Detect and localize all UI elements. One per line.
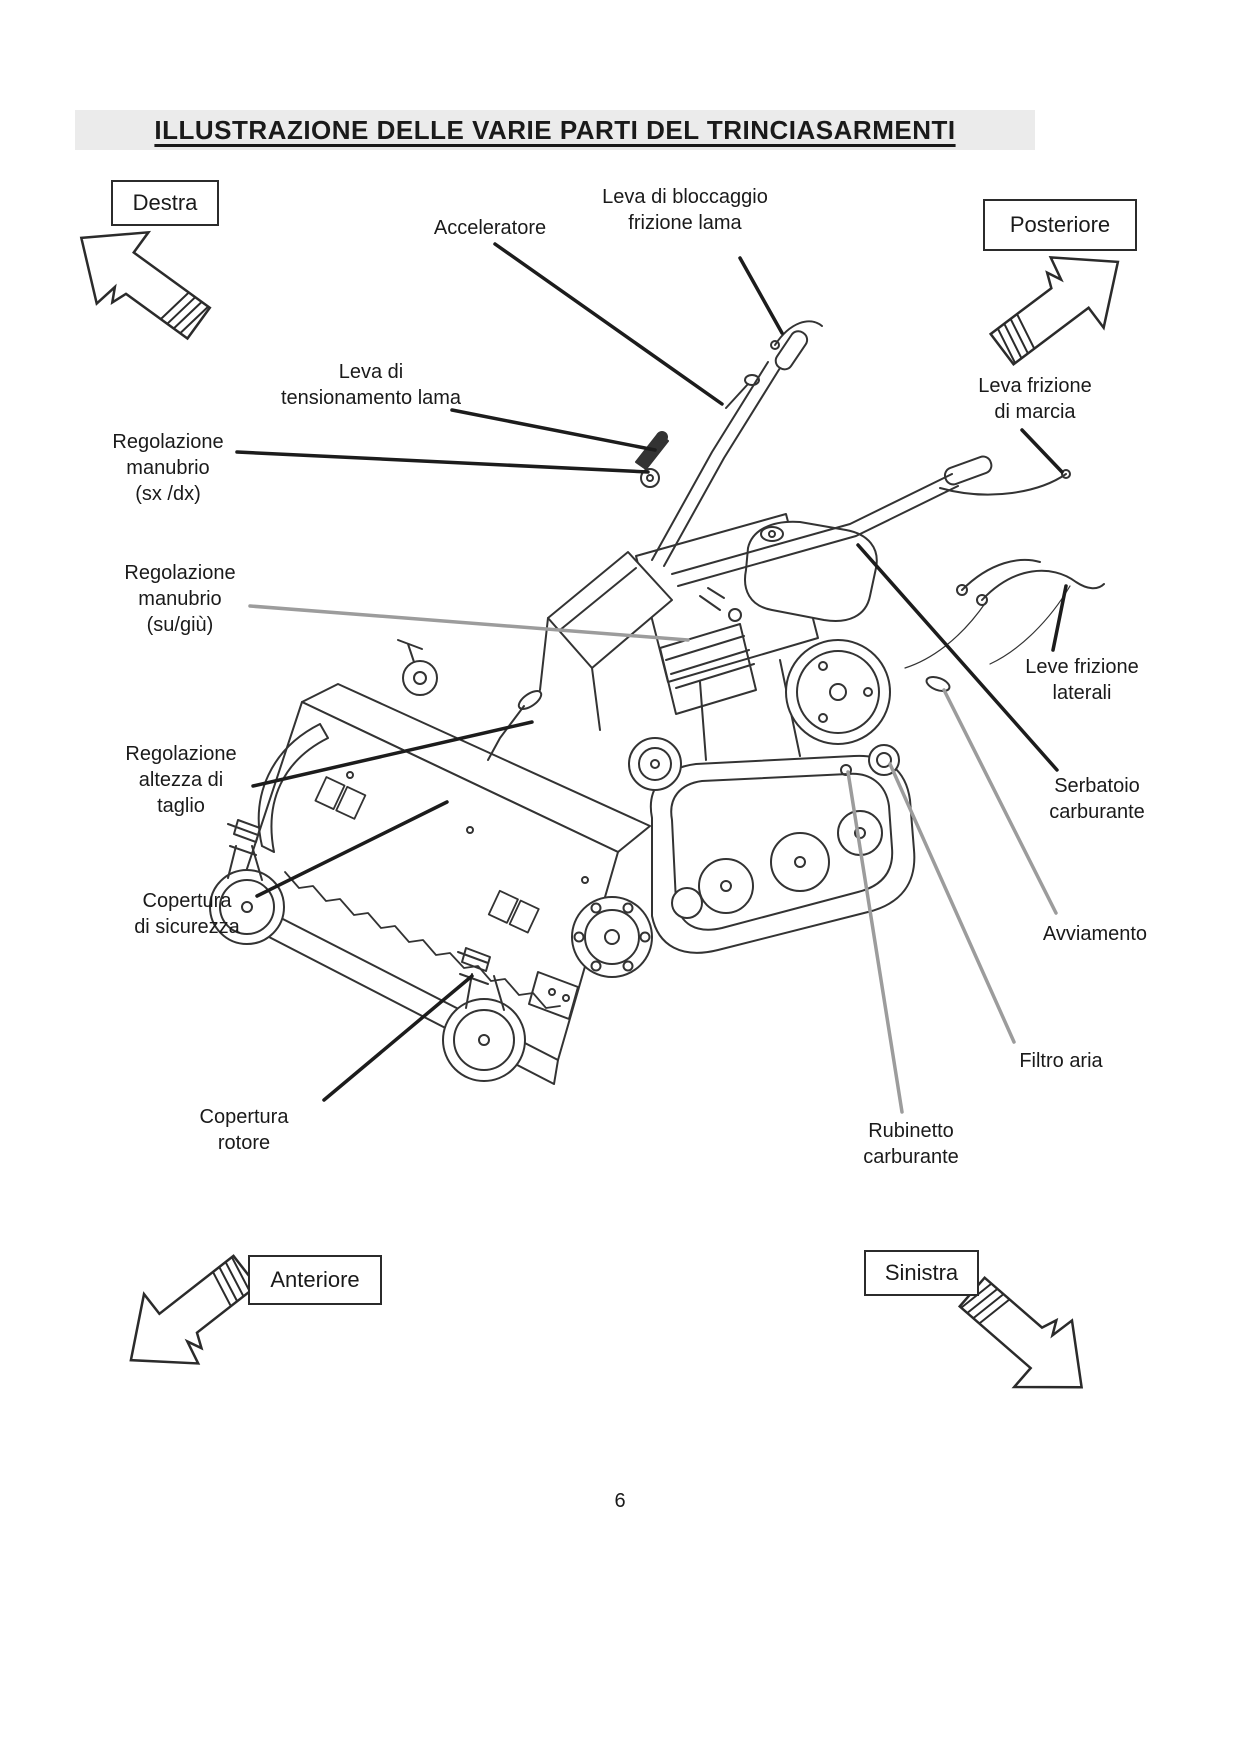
- part-label-line: Leva frizione: [978, 375, 1092, 397]
- leader-avviamento: [942, 688, 1058, 915]
- part-label-line: (su/giù): [146, 614, 214, 636]
- leader-leva-bloccaggio: [738, 256, 784, 335]
- machine-spindle-disc: [571, 896, 653, 978]
- machine-fuel-tank: [744, 520, 878, 622]
- part-label-line: manubrio: [138, 588, 222, 610]
- leader-lines: [235, 242, 1068, 1114]
- machine-column: [539, 551, 673, 731]
- leader-regolazione-altezza: [251, 720, 534, 788]
- part-label-acceleratore: Acceleratore: [390, 215, 590, 241]
- leader-leva-frizione-marcia: [1020, 428, 1064, 474]
- part-label-line: Leva di bloccaggio: [602, 186, 768, 208]
- part-label-filtro-aria: Filtro aria: [961, 1048, 1161, 1074]
- part-label-copertura-rotore: Copertura rotore: [144, 1104, 344, 1156]
- part-label-leva-tensionamento-lama: Leva di tensionamento lama: [261, 359, 481, 411]
- part-label-line: Regolazione: [125, 743, 237, 765]
- part-label-line: (sx /dx): [135, 483, 201, 505]
- part-label-line: di sicurezza: [134, 916, 240, 938]
- part-label-line: frizione lama: [628, 212, 742, 234]
- leader-filtro-aria: [888, 762, 1016, 1044]
- part-label-line: rotore: [217, 1132, 271, 1154]
- part-label-line: Copertura: [142, 890, 232, 912]
- part-label-line: tensionamento lama: [280, 387, 462, 409]
- part-label-line: carburante: [863, 1146, 959, 1168]
- part-label-leva-frizione-di-marcia: Leva frizione di marcia: [935, 373, 1135, 425]
- machine-illustration: [209, 320, 1105, 1085]
- part-label-serbatoio-carburante: Serbatoio carburante: [997, 773, 1197, 825]
- part-label-leve-frizione-laterali: Leve frizione laterali: [982, 654, 1182, 706]
- direction-box-destra: Destra: [111, 180, 219, 226]
- direction-box-posteriore: Posteriore: [983, 199, 1137, 251]
- part-label-line: Filtro aria: [1019, 1050, 1103, 1072]
- direction-box-sinistra: Sinistra: [864, 1250, 979, 1296]
- part-label-regolazione-altezza-di-taglio: Regolazione altezza di taglio: [81, 741, 281, 819]
- machine-starter: [785, 639, 951, 745]
- machine-caster-wheel-front: [209, 819, 285, 945]
- part-label-line: taglio: [157, 795, 205, 817]
- part-label-line: manubrio: [126, 457, 210, 479]
- part-label-line: Regolazione: [124, 562, 236, 584]
- leader-regolazione-su-giu: [248, 604, 690, 642]
- part-label-line: Leve frizione: [1025, 656, 1139, 678]
- part-label-line: laterali: [1052, 682, 1112, 704]
- machine-caster-wheel-mid: [442, 947, 526, 1082]
- part-label-line: di marcia: [994, 401, 1076, 423]
- leader-copertura-sicurezza: [255, 800, 449, 898]
- page-title: ILLUSTRAZIONE DELLE VARIE PARTI DEL TRIN…: [154, 114, 956, 145]
- leader-regolazione-sx-dx: [235, 450, 650, 474]
- part-label-rubinetto-carburante: Rubinetto carburante: [811, 1118, 1011, 1170]
- part-label-line: Acceleratore: [433, 217, 547, 239]
- direction-box-anteriore: Anteriore: [248, 1255, 382, 1305]
- page-number: 6: [614, 1490, 626, 1512]
- part-label-regolazione-manubrio-sx-dx: Regolazione manubrio (sx /dx): [68, 429, 268, 507]
- direction-arrow-anteriore: [102, 1234, 274, 1397]
- machine-track: [649, 754, 916, 954]
- leader-leve-laterali: [1051, 584, 1068, 652]
- part-label-line: Avviamento: [1042, 923, 1148, 945]
- machine-handlebars: [635, 320, 1105, 669]
- leader-serbatoio: [856, 543, 1059, 772]
- leader-rubinetto: [846, 770, 904, 1114]
- leader-copertura-rotore: [322, 974, 474, 1102]
- leader-acceleratore: [493, 242, 724, 406]
- part-label-line: Serbatoio: [1054, 775, 1140, 797]
- machine-fuel-tap: [840, 764, 852, 776]
- part-label-avviamento: Avviamento: [995, 921, 1195, 947]
- part-label-line: Leva di: [338, 361, 404, 383]
- part-label-copertura-di-sicurezza: Copertura di sicurezza: [87, 888, 287, 940]
- part-label-line: Regolazione: [112, 431, 224, 453]
- part-label-line: carburante: [1049, 801, 1145, 823]
- machine-height-adjuster: [397, 639, 543, 761]
- part-label-line: Rubinetto: [868, 1120, 954, 1142]
- part-label-line: altezza di: [138, 769, 224, 791]
- part-label-regolazione-manubrio-su-giu: Regolazione manubrio (su/giù): [80, 560, 280, 638]
- page-title-bar: ILLUSTRAZIONE DELLE VARIE PARTI DEL TRIN…: [75, 110, 1035, 150]
- part-label-line: Copertura: [199, 1106, 289, 1128]
- machine-safety-cover-bar: [257, 723, 329, 853]
- part-label-leva-bloccaggio-frizione-lama: Leva di bloccaggio frizione lama: [575, 184, 795, 236]
- leader-leva-tensionamento: [450, 408, 657, 452]
